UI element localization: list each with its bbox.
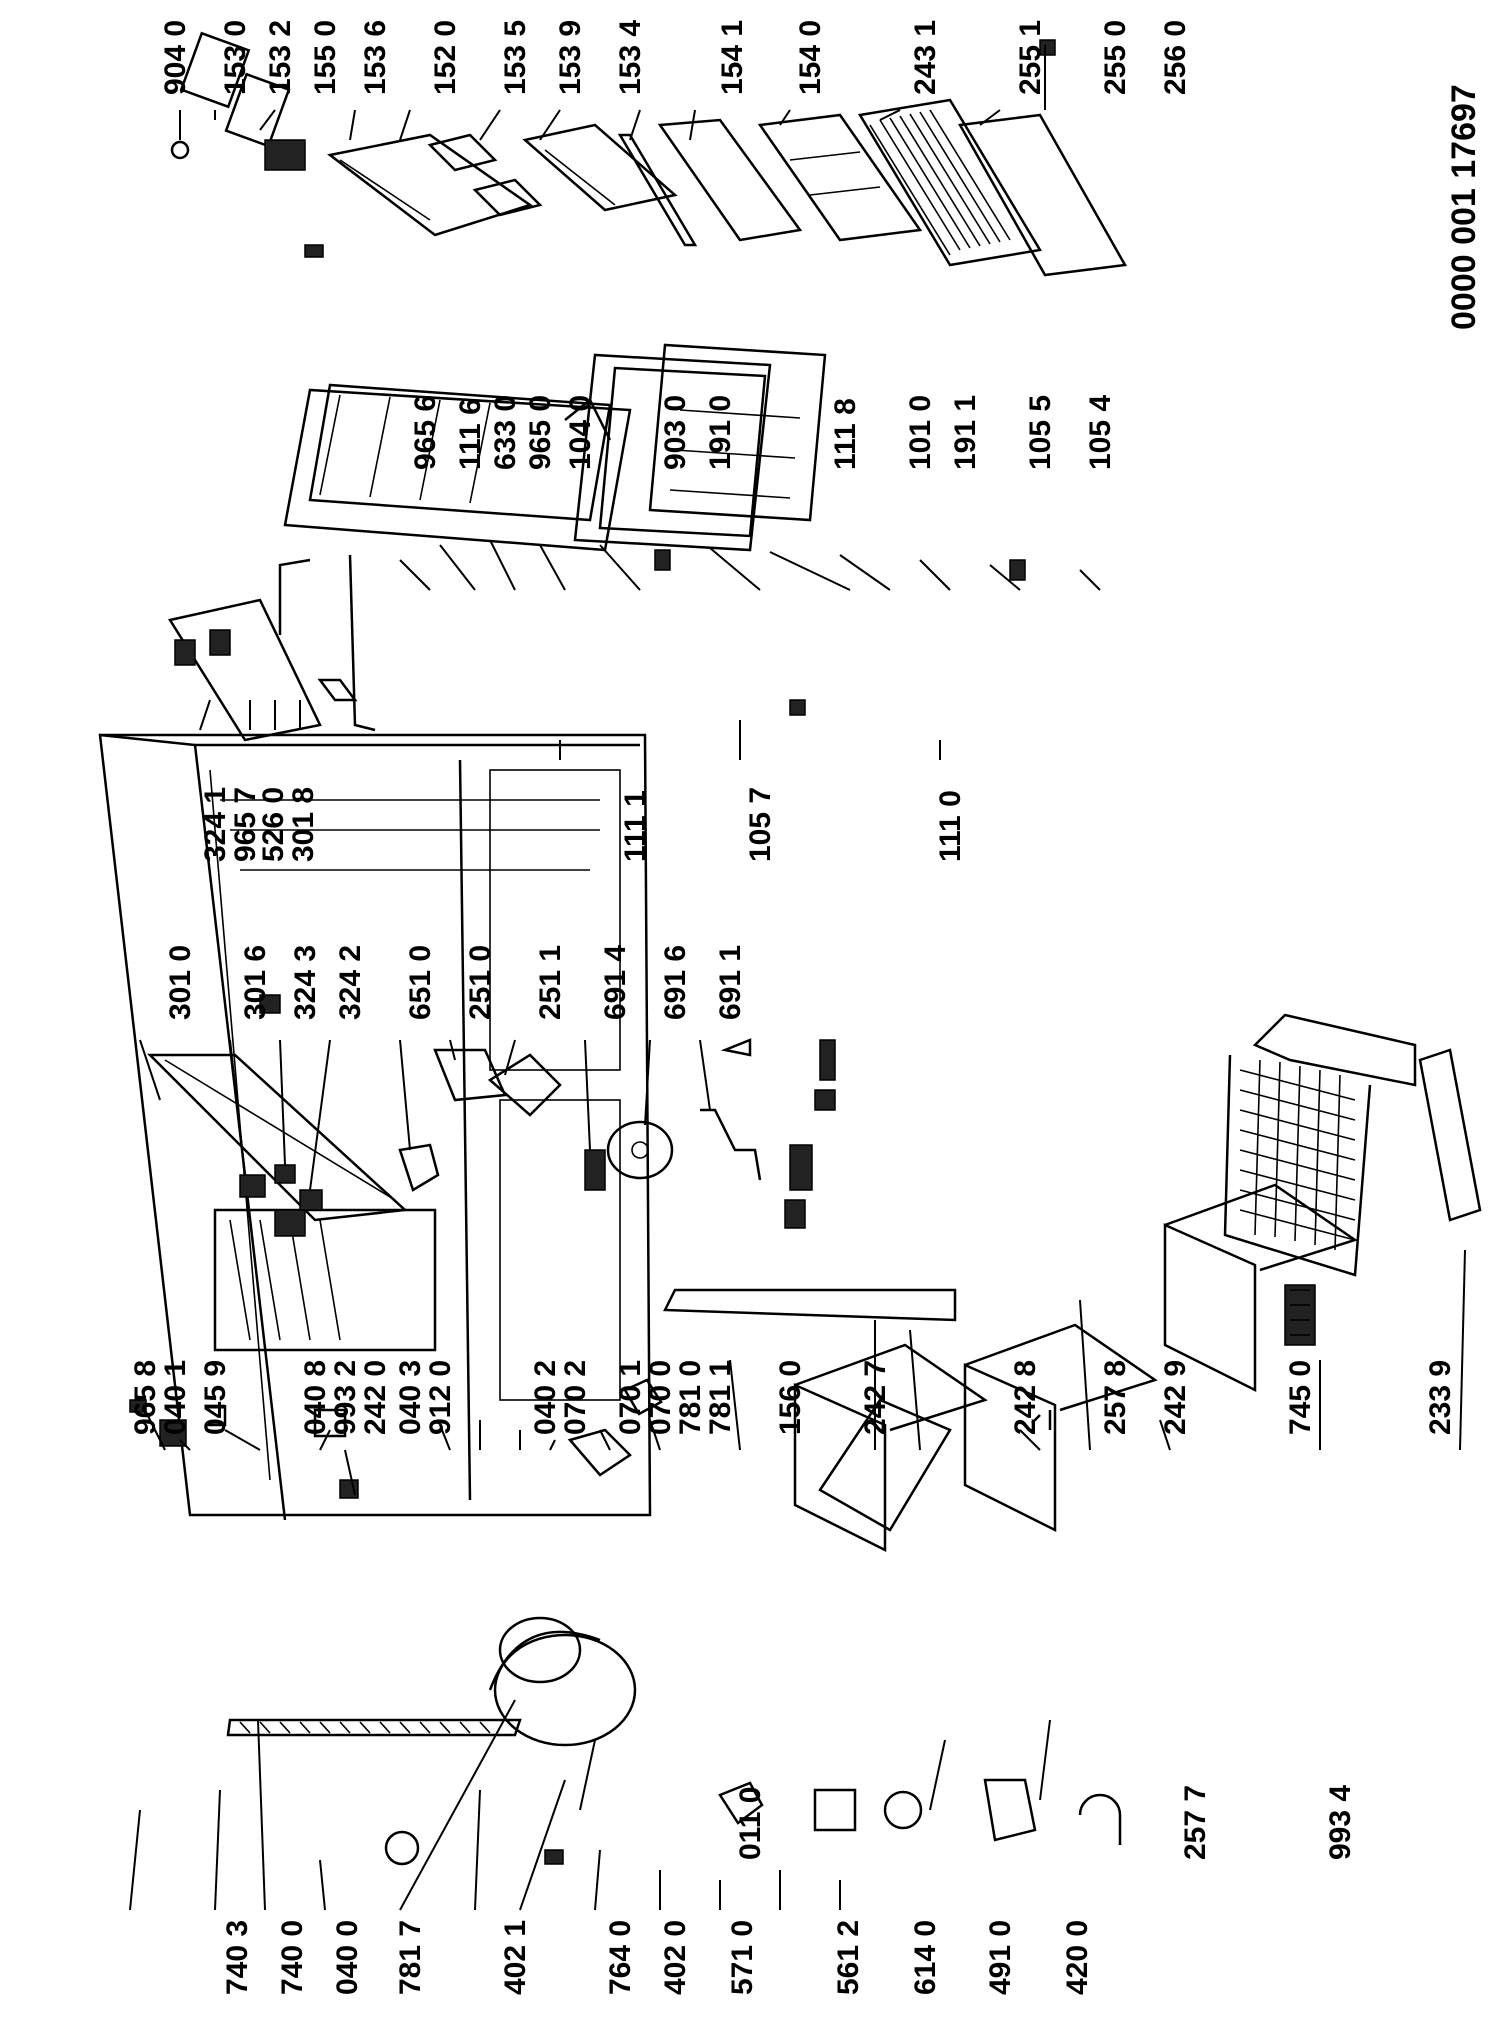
label-242-8: 242 8 (1009, 1360, 1042, 1435)
label-255-1: 255 1 (1014, 20, 1047, 95)
label-781-7: 781 7 (394, 1920, 427, 1995)
control-parts-drawing (146, 1048, 762, 1222)
label-152-0: 152 0 (429, 20, 462, 95)
label-251-0: 251 0 (464, 945, 497, 1020)
door-drawing (168, 343, 1026, 742)
label-781-0: 781 0 (674, 1360, 707, 1435)
label-243-1: 243 1 (909, 20, 942, 95)
label-526-0: 526 0 (257, 787, 290, 862)
label-242-9: 242 9 (1159, 1360, 1192, 1435)
label-154-1: 154 1 (716, 20, 749, 95)
label-153-2: 153 2 (264, 20, 297, 95)
label-965-8: 965 8 (129, 1360, 162, 1435)
label-251-1: 251 1 (534, 945, 567, 1020)
label-233-9: 233 9 (1424, 1360, 1457, 1435)
label-420-0: 420 0 (1061, 1920, 1094, 1995)
label-614-0: 614 0 (909, 1920, 942, 1995)
label-040-1: 040 1 (159, 1360, 192, 1435)
label-040-3: 040 3 (394, 1360, 427, 1435)
label-912-0: 912 0 (424, 1360, 457, 1435)
label-491-0: 491 0 (984, 1920, 1017, 1995)
label-191-0: 191 0 (704, 395, 737, 470)
label-153-0: 153 0 (219, 20, 252, 95)
label-105-7: 105 7 (744, 787, 777, 862)
label-301-0: 301 0 (164, 945, 197, 1020)
label-904-0: 904 0 (159, 20, 192, 95)
label-402-1: 402 1 (499, 1920, 532, 1995)
label-070-1: 070 1 (614, 1360, 647, 1435)
label-740-3: 740 3 (221, 1920, 254, 1995)
label-111-1: 111 1 (619, 790, 652, 862)
label-040-8: 040 8 (299, 1360, 332, 1435)
part-labels: 740 3 740 0 040 0 781 7 402 1 764 0 402 … (129, 20, 1483, 1995)
label-257-7: 257 7 (1179, 1785, 1212, 1860)
label-153-6: 153 6 (359, 20, 392, 95)
label-070-0: 070 0 (644, 1360, 677, 1435)
label-111-8: 111 8 (829, 398, 862, 470)
label-571-0: 571 0 (726, 1920, 759, 1995)
label-965-7: 965 7 (229, 787, 262, 862)
label-156-0: 156 0 (774, 1360, 807, 1435)
label-301-6: 301 6 (239, 945, 272, 1020)
label-104-0: 104 0 (564, 395, 597, 470)
leader-lines (129, 45, 1466, 1911)
label-153-4: 153 4 (614, 20, 647, 95)
label-040-2: 040 2 (529, 1360, 562, 1435)
label-154-0: 154 0 (794, 20, 827, 95)
label-993-2: 993 2 (329, 1360, 362, 1435)
label-633-0: 633 0 (489, 395, 522, 470)
label-903-0: 903 0 (659, 395, 692, 470)
label-255-0: 255 0 (1099, 20, 1132, 95)
label-561-2: 561 2 (832, 1920, 865, 1995)
label-691-6: 691 6 (659, 945, 692, 1020)
cabinet-drawing (98, 733, 652, 1747)
label-242-7: 242 7 (859, 1360, 892, 1435)
document-id: 0000 001 17697 (1445, 84, 1483, 330)
label-256-0: 256 0 (1159, 20, 1192, 95)
label-070-2: 070 2 (559, 1360, 592, 1435)
label-324-2: 324 2 (334, 945, 367, 1020)
label-324-3: 324 3 (289, 945, 322, 1020)
label-040-0: 040 0 (331, 1920, 364, 1995)
label-324-1: 324 1 (199, 787, 232, 862)
door-shelves-drawing (170, 31, 1128, 277)
label-011-0: 011 0 (734, 1787, 767, 1860)
label-153-5: 153 5 (499, 20, 532, 95)
drawers-drawing (720, 1038, 1358, 1553)
label-101-0: 101 0 (904, 395, 937, 470)
label-242-0: 242 0 (359, 1360, 392, 1435)
label-993-4: 993 4 (1324, 1785, 1357, 1860)
label-745-0: 745 0 (1284, 1360, 1317, 1435)
label-105-5: 105 5 (1024, 395, 1057, 470)
label-153-9: 153 9 (554, 20, 587, 95)
label-402-0: 402 0 (659, 1920, 692, 1995)
label-651-0: 651 0 (404, 945, 437, 1020)
label-691-4: 691 4 (599, 945, 632, 1020)
label-045-9: 045 9 (199, 1360, 232, 1435)
label-965-0: 965 0 (524, 395, 557, 470)
label-191-1: 191 1 (949, 395, 982, 470)
label-111-6: 111 6 (454, 398, 487, 470)
label-691-1: 691 1 (714, 945, 747, 1020)
wire-basket-drawing (1223, 1013, 1482, 1277)
label-781-1: 781 1 (704, 1360, 737, 1435)
label-965-6: 965 6 (409, 395, 442, 470)
label-764-0: 764 0 (604, 1920, 637, 1995)
label-257-8: 257 8 (1099, 1360, 1132, 1435)
label-111-0: 111 0 (934, 790, 967, 862)
label-105-4: 105 4 (1084, 395, 1117, 470)
label-301-8: 301 8 (287, 787, 320, 862)
small-components-drawing (259, 994, 1122, 1866)
label-740-0: 740 0 (276, 1920, 309, 1995)
label-155-0: 155 0 (309, 20, 342, 95)
